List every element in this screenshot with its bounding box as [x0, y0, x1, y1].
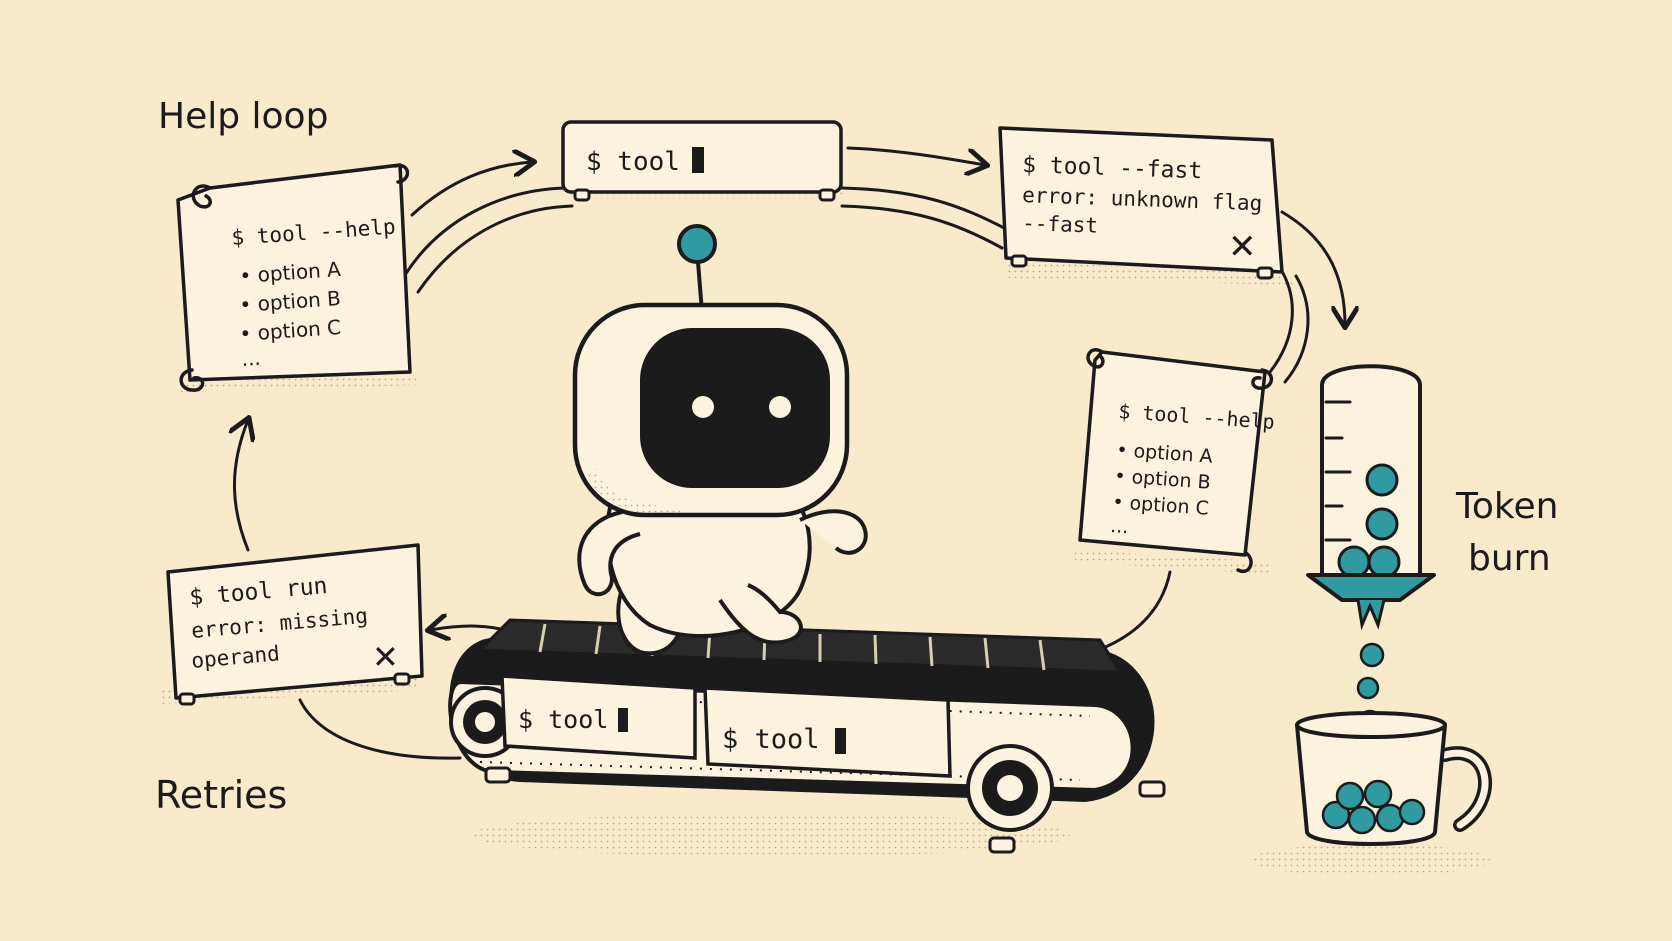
left-help-ellipsis: ... — [241, 346, 262, 371]
token-ball — [1367, 545, 1401, 579]
retries-label: Retries — [155, 773, 287, 817]
treadmill-roller-right — [966, 744, 1054, 832]
loop-track — [403, 186, 1310, 384]
arrow-help-to-terminal — [410, 162, 532, 217]
arrow-retries-to-help — [234, 420, 248, 552]
mug-token — [1398, 798, 1426, 826]
falling-token — [1356, 676, 1380, 700]
terminal-top-text: $ tool — [586, 147, 680, 177]
error-fast-line3: --fast — [1022, 211, 1099, 238]
terminal-top-cursor — [692, 147, 704, 173]
robot-antenna-bulb — [677, 224, 717, 264]
token-ball — [1337, 545, 1371, 579]
token-ball — [1365, 463, 1399, 497]
robot-eye-left — [692, 396, 714, 418]
token-mug — [1250, 711, 1492, 876]
error-fast-line1: $ tool --fast — [1022, 152, 1203, 184]
robot-eye-right — [769, 396, 791, 418]
belt-card-2-text: $ tool — [722, 724, 820, 755]
error-run-x-icon: ✕ — [372, 638, 399, 676]
robot-face-screen — [640, 328, 830, 488]
token-label: Token — [1455, 486, 1558, 527]
belt-card-2-cursor — [835, 728, 846, 754]
treadmill: $ tool $ tool — [448, 618, 1166, 857]
arrow-error-to-tube — [1280, 210, 1345, 325]
connector-retries-to-belt — [298, 698, 462, 760]
terminal-top: $ tool — [561, 120, 843, 202]
token-ball — [1365, 507, 1399, 541]
mug-token — [1363, 779, 1393, 809]
mug-token — [1335, 781, 1365, 811]
belt-card-1: $ tool — [500, 674, 697, 760]
robot — [572, 224, 868, 656]
help-scroll-left: $ tool --help • option A • option B • op… — [176, 163, 420, 392]
error-box-run: $ tool run error: missing operand ✕ — [160, 543, 424, 706]
error-box-fast: $ tool --fast error: unknown flag --fast… — [998, 126, 1292, 285]
right-help-ellipsis: ... — [1110, 515, 1130, 538]
mug-token — [1375, 803, 1405, 833]
arrow-terminal-to-error — [846, 146, 985, 165]
token-tube — [1306, 364, 1436, 735]
falling-token — [1359, 642, 1385, 668]
belt-card-1-text: $ tool — [518, 705, 608, 734]
burn-label: burn — [1468, 538, 1551, 579]
belt-card-2: $ tool — [703, 686, 952, 778]
error-fast-x-icon: ✕ — [1228, 227, 1257, 267]
mug-token — [1347, 805, 1377, 835]
help-scroll-right: $ tool --help • option A • option B • op… — [1075, 348, 1275, 574]
help-loop-label: Help loop — [158, 96, 328, 137]
belt-card-1-cursor — [618, 708, 628, 732]
